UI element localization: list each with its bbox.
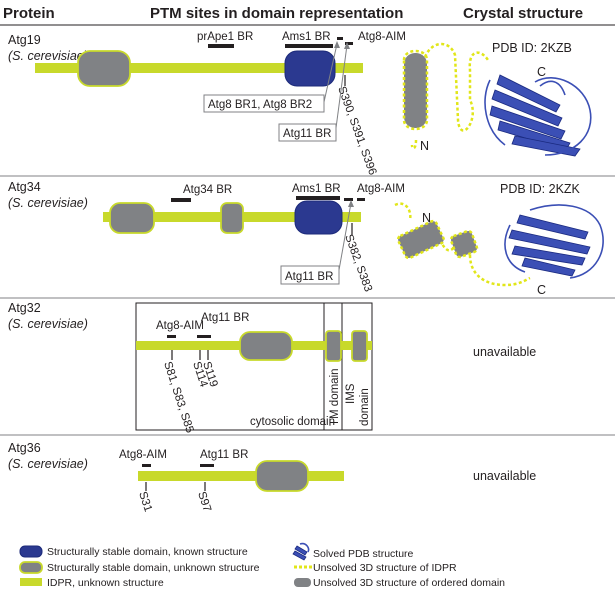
- aim-bar: [167, 335, 176, 338]
- aim-bar-2: [357, 198, 365, 201]
- header-protein: Protein: [3, 5, 55, 22]
- protein-name: Atg36: [8, 441, 41, 455]
- atg8br-label: Atg8 BR1, Atg8 BR2: [208, 99, 312, 111]
- site-label-a: S31: [136, 490, 154, 513]
- legend-known: Structurally stable domain, known struct…: [47, 546, 248, 558]
- row-atg19: Atg19 (S. cerevisiae) prApe1 BR Ams1 BR …: [8, 31, 592, 177]
- prape1-label: prApe1 BR: [197, 31, 253, 43]
- sites-label: S382, S383: [342, 233, 374, 294]
- protein-name: Atg34: [8, 180, 41, 194]
- prape1-bar: [208, 44, 234, 48]
- aim-bar: [142, 464, 151, 467]
- aim-label: Atg8-AIM: [358, 31, 406, 43]
- header-ptm: PTM sites in domain representation: [150, 5, 403, 22]
- cytosolic-label: cytosolic domain: [250, 416, 335, 428]
- ims-domain-box: [341, 302, 373, 431]
- crystal-unavailable: unavailable: [473, 345, 536, 359]
- pdb-label: PDB ID: 2KZB: [492, 41, 572, 55]
- structure-model: N C PDB ID: 2KZK: [394, 182, 604, 297]
- atg11-label: Atg11 BR: [283, 128, 331, 140]
- atg11-bar: [200, 464, 214, 467]
- ams1-bar: [296, 196, 340, 200]
- legend-unknown: Structurally stable domain, unknown stru…: [47, 562, 260, 574]
- legend-swatch-unknown: [19, 561, 43, 574]
- legend-swatch-pdb-icon: [292, 542, 310, 561]
- ordered-domain: [255, 460, 309, 492]
- ams1-label: Ams1 BR: [282, 31, 331, 43]
- atg34br-bar: [171, 198, 191, 202]
- idpr-backbone: [35, 63, 363, 73]
- atg11-arrow: [335, 44, 348, 129]
- idpr-backbone: [138, 471, 344, 481]
- atg11-arrow: [338, 202, 352, 271]
- aim-label: Atg8-AIM: [357, 183, 405, 195]
- legend-swatch-gray: [294, 578, 311, 587]
- row-atg36: Atg36 (S. cerevisiae) Atg8-AIM Atg11 BR …: [8, 441, 536, 513]
- atg11-label: Atg11 BR: [200, 449, 248, 461]
- organism-name: (S. cerevisiae): [8, 317, 88, 331]
- aim-bar-2: [345, 42, 353, 45]
- crystal-unavailable: unavailable: [473, 469, 536, 483]
- atg11-label: Atg11 BR: [285, 271, 333, 283]
- pdb-label: PDB ID: 2KZK: [500, 182, 581, 196]
- ordered-domain-1: [109, 202, 155, 234]
- legend: Structurally stable domain, known struct…: [19, 542, 505, 589]
- site-label-b: S97: [195, 490, 213, 513]
- aim-label: Atg8-AIM: [156, 320, 204, 332]
- aim-bar: [344, 198, 353, 201]
- sites-label-a: S81, S83, S85: [161, 360, 195, 434]
- atg11-box: [278, 123, 337, 142]
- ordered-domain: [239, 331, 293, 361]
- protein-name: Atg19: [8, 33, 41, 47]
- atg8br-arrowhead: [334, 41, 340, 48]
- legend-swatch-idpr: [20, 578, 42, 586]
- atg8br-box: [203, 94, 325, 113]
- structure-model: N C PDB ID: 2KZB: [402, 41, 592, 157]
- row-atg32: Atg32 (S. cerevisiae) Atg8-AIM Atg11 BR …: [8, 301, 536, 434]
- legend-pdb: Solved PDB structure: [313, 548, 414, 560]
- atg11-arrowhead: [344, 42, 350, 49]
- atg34br-label: Atg34 BR: [183, 184, 232, 196]
- tm-segment: [325, 330, 342, 362]
- aim-bar: [337, 37, 343, 40]
- ims-segment: [351, 330, 368, 362]
- ims-label: IMS: [345, 383, 357, 404]
- legend-unsolved-idpr: Unsolved 3D structure of IDPR: [313, 562, 457, 574]
- atg11-box: [280, 265, 340, 285]
- header-crystal: Crystal structure: [463, 5, 583, 22]
- domain-label: domain: [359, 388, 371, 426]
- ams1-label: Ams1 BR: [292, 183, 341, 195]
- atg11-bar: [197, 335, 211, 338]
- atg11-arrowhead: [348, 200, 354, 207]
- ordered-domain-2: [220, 202, 244, 234]
- atg8br-arrow: [323, 43, 338, 103]
- known-domain: [294, 200, 343, 235]
- organism-name: (S. cerevisiae): [8, 457, 88, 471]
- n-terminus-label: N: [420, 139, 429, 153]
- known-domain: [284, 50, 336, 87]
- legend-swatch-known: [19, 545, 43, 558]
- ordered-domain: [77, 50, 131, 87]
- sites-label: S390, S391, S396: [335, 85, 378, 177]
- legend-unsolved-ordered: Unsolved 3D structure of ordered domain: [313, 577, 505, 589]
- organism-name: (S. cerevisiae): [8, 196, 88, 210]
- legend-idpr: IDPR, unknown structure: [47, 577, 164, 589]
- organism-name: (S. cerevisiae): [8, 49, 88, 63]
- c-terminus-label: C: [537, 65, 546, 79]
- aim-label: Atg8-AIM: [119, 449, 167, 461]
- protein-name: Atg32: [8, 301, 41, 315]
- n-terminus-label: N: [422, 211, 431, 225]
- row-atg34: Atg34 (S. cerevisiae) Atg34 BR Ams1 BR A…: [8, 180, 604, 297]
- c-terminus-label: C: [537, 283, 546, 297]
- tm-label: TM domain: [329, 368, 341, 426]
- ams1-bar: [285, 44, 333, 48]
- atg11-label: Atg11 BR: [201, 312, 249, 324]
